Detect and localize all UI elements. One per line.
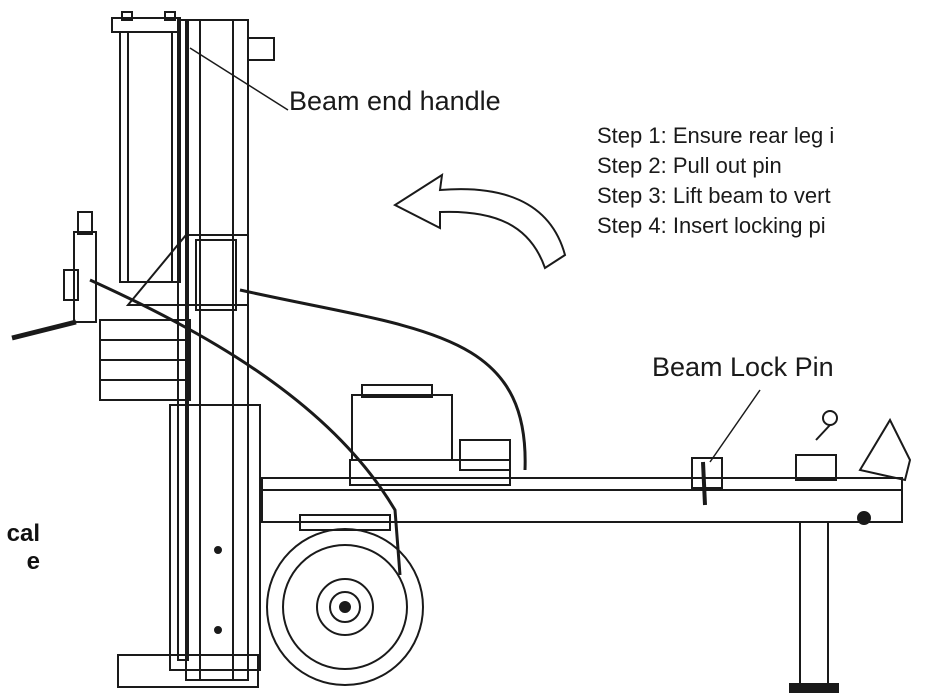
- end-wedge: [795, 410, 912, 525]
- beam-end-leader: [189, 47, 289, 111]
- side-label: cal e: [0, 520, 40, 576]
- base-plate: [117, 404, 261, 688]
- step-2: Step 2: Pull out pin: [597, 153, 782, 178]
- hydraulic-hoses: [89, 278, 527, 576]
- side-label-line-2: e: [26, 548, 40, 575]
- step-3: Step 3: Lift beam to vert: [597, 183, 831, 208]
- rear-leg: [789, 521, 839, 693]
- engine: [349, 384, 511, 486]
- control-valve: [11, 211, 97, 341]
- beam-lock-pin-label: Beam Lock Pin: [652, 352, 834, 382]
- beam-end-handle-label: Beam end handle: [289, 86, 501, 116]
- steps-list: Step 1: Ensure rear leg i Step 2: Pull o…: [597, 121, 834, 241]
- step-1: Step 1: Ensure rear leg i: [597, 123, 835, 148]
- lift-direction-arrow: [392, 172, 567, 270]
- beam-lock-leader: [709, 389, 761, 463]
- vertical-beam: [177, 19, 249, 681]
- wedge-mount: [99, 234, 249, 401]
- horizontal-beam: [261, 457, 903, 523]
- hydraulic-cylinder: [111, 11, 275, 283]
- wheel: [266, 514, 424, 686]
- side-label-line-1: cal: [6, 520, 40, 547]
- step-4: Step 4: Insert locking pi: [597, 213, 826, 238]
